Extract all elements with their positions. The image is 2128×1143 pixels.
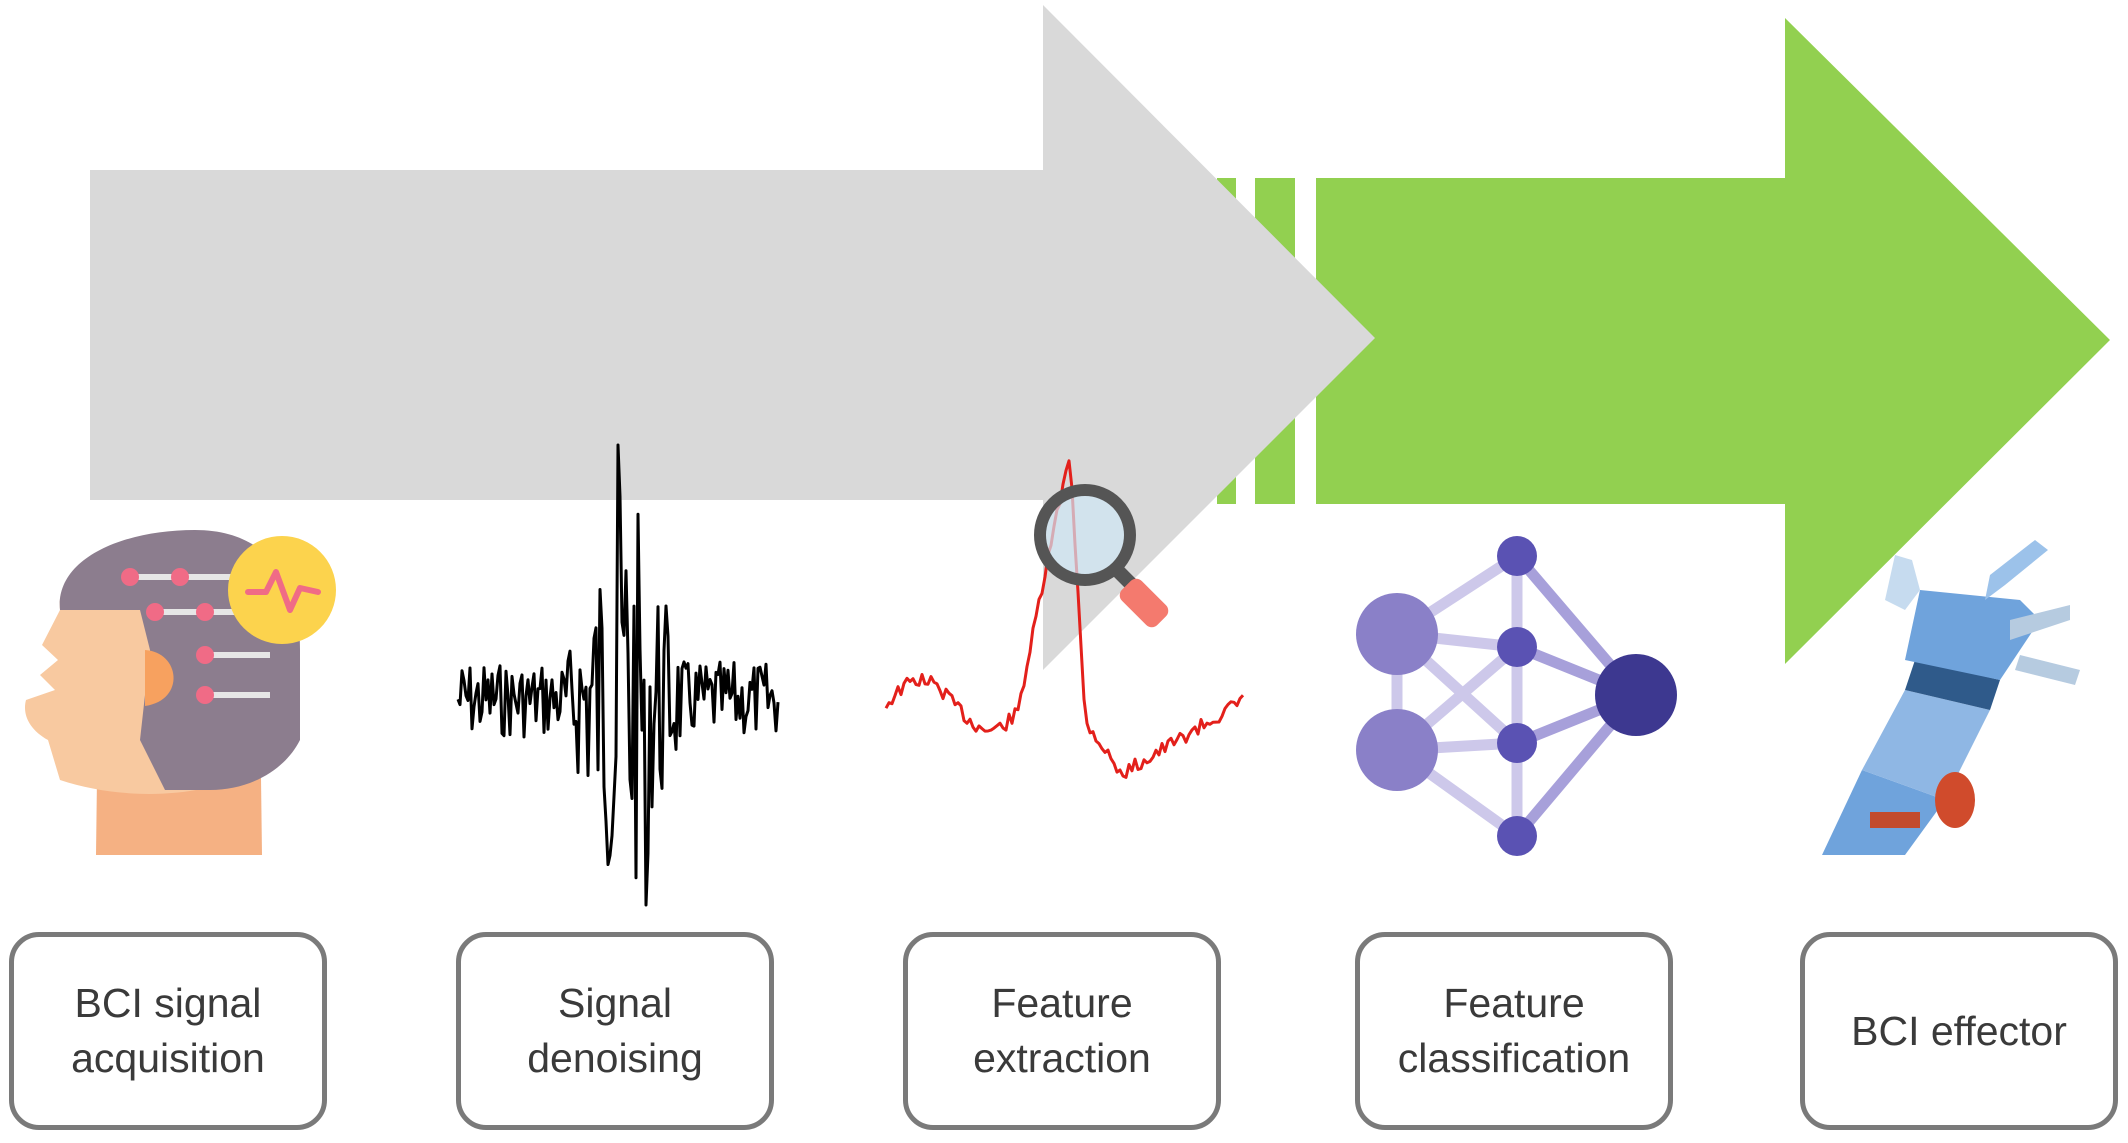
hidden-node-3 <box>1497 723 1537 763</box>
electrodes <box>121 568 214 704</box>
input-node-1 <box>1356 593 1438 675</box>
badge-pulse <box>245 569 321 613</box>
hidden-node-1 <box>1497 536 1537 576</box>
neural-network-icon <box>1356 536 1677 856</box>
raw-signal-waveform-icon <box>456 443 780 907</box>
stage-label-extraction: Feature extraction <box>973 980 1151 1081</box>
finger-middle <box>2010 605 2070 640</box>
stage-label-classification: Feature classification <box>1397 980 1631 1081</box>
input-node-2 <box>1356 709 1438 791</box>
palm <box>1905 590 2040 680</box>
stage-box-extraction: Feature extraction <box>903 932 1221 1130</box>
stage-label-acquisition: BCI signal acquisition <box>71 980 265 1081</box>
stage-box-effector: BCI effector <box>1800 932 2118 1130</box>
output-node <box>1595 654 1677 736</box>
robotic-hand-icon <box>1822 540 2080 855</box>
extracted-signal-waveform <box>884 459 1245 779</box>
magnifier-waveform-icon <box>884 459 1245 779</box>
brain-headset-icon <box>24 530 336 855</box>
wrist-joint <box>1935 772 1975 828</box>
headset-ear <box>145 650 174 706</box>
arm-band <box>1870 812 1920 828</box>
hidden-node-2 <box>1497 627 1537 667</box>
wrist <box>1905 660 2000 710</box>
stage-label-effector: BCI effector <box>1851 1007 2067 1054</box>
green-arrow-body <box>1316 18 2110 664</box>
stage-box-classification: Feature classification <box>1355 932 1673 1130</box>
thumb <box>1885 555 1920 610</box>
magnifier-icon <box>1034 484 1169 628</box>
finger-index <box>1985 540 2048 600</box>
stage-box-denoising: Signal denoising <box>456 932 774 1130</box>
stage-label-denoising: Signal denoising <box>527 980 703 1081</box>
finger-ring <box>2015 655 2080 685</box>
stage-box-acquisition: BCI signal acquisition <box>9 932 327 1130</box>
hidden-node-4 <box>1497 816 1537 856</box>
